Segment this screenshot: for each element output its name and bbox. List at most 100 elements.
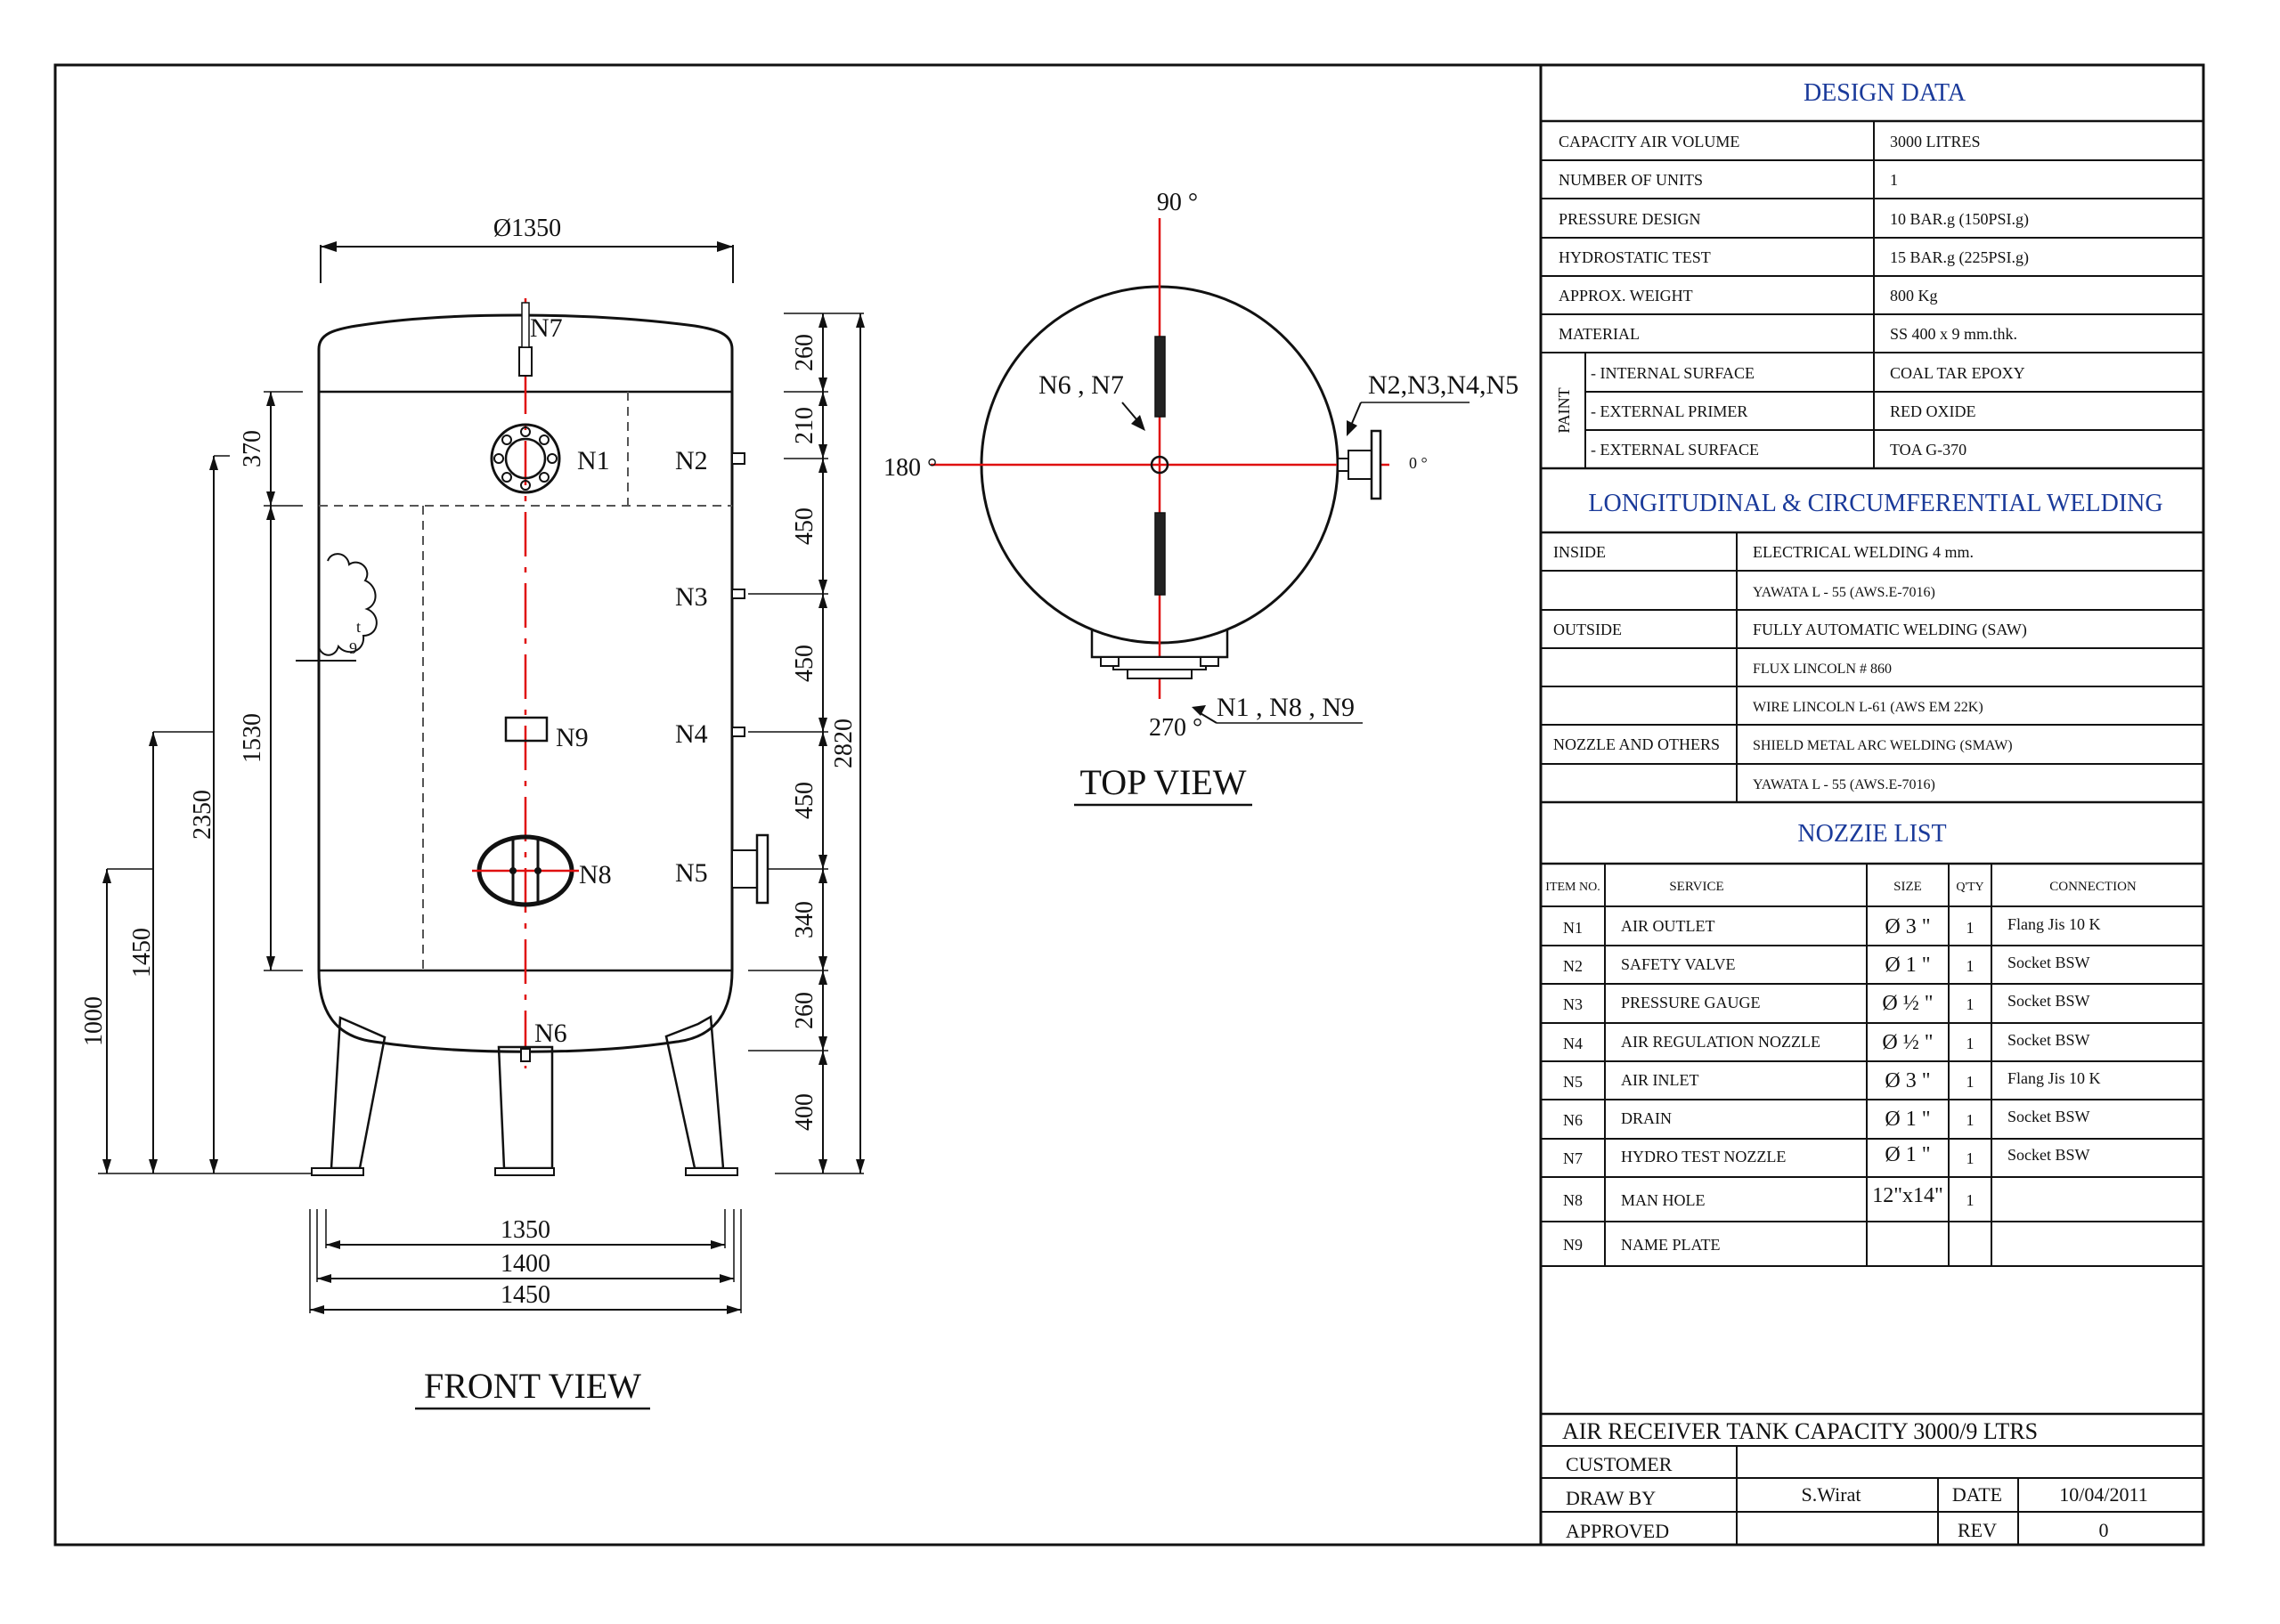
welding-table: LONGITUDINAL & CIRCUMFERENTIAL WELDING I… bbox=[1541, 490, 2203, 804]
nz-row-6-item: N7 bbox=[1563, 1149, 1583, 1167]
dim-right-0: 260 bbox=[791, 334, 818, 371]
nz-header-qty: Q'TY bbox=[1956, 881, 1983, 894]
rev-value: 0 bbox=[2099, 1519, 2109, 1541]
weld-row-2-value: FULLY AUTOMATIC WELDING (SAW) bbox=[1753, 621, 2027, 639]
top-view-title: TOP VIEW bbox=[1079, 762, 1246, 802]
draw-by-label: DRAW BY bbox=[1566, 1487, 1656, 1509]
nz-row-1-conn: Socket BSW bbox=[2007, 954, 2090, 971]
dd-row-1-label: NUMBER OF UNITS bbox=[1559, 171, 1703, 189]
drawing-title: AIR RECEIVER TANK CAPACITY 3000/9 LTRS bbox=[1562, 1418, 2038, 1444]
dd-row-5-value: SS 400 x 9 mm.thk. bbox=[1890, 325, 2017, 343]
nz-row-4-size: Ø 3 " bbox=[1885, 1069, 1930, 1092]
nozzle-n2-label: N2 bbox=[675, 446, 708, 475]
paint-row-0-label: - INTERNAL SURFACE bbox=[1591, 364, 1755, 382]
nz-row-5-qty: 1 bbox=[1966, 1111, 1975, 1129]
customer-label: CUSTOMER bbox=[1566, 1453, 1673, 1475]
nz-row-4-qty: 1 bbox=[1966, 1073, 1975, 1091]
nz-row-5-size: Ø 1 " bbox=[1885, 1108, 1930, 1131]
nz-row-5-item: N6 bbox=[1563, 1111, 1583, 1129]
dd-row-5-label: MATERIAL bbox=[1559, 325, 1640, 343]
nz-row-3-item: N4 bbox=[1563, 1035, 1583, 1052]
dim-bottom-1350: 1350 bbox=[501, 1216, 550, 1244]
angle-270-label: 270 ° bbox=[1149, 714, 1202, 742]
nz-row-2-service: PRESSURE GAUGE bbox=[1621, 994, 1761, 1011]
nz-row-2-qty: 1 bbox=[1966, 995, 1975, 1013]
date-label: DATE bbox=[1952, 1483, 2002, 1506]
paint-row-2-label: - EXTERNAL SURFACE bbox=[1591, 441, 1759, 459]
dim-right-2: 450 bbox=[791, 508, 818, 545]
angle-0-label: 0 ° bbox=[1409, 454, 1428, 472]
weld-row-0-value: ELECTRICAL WELDING 4 mm. bbox=[1753, 543, 1974, 561]
nozzle-n6-label: N6 bbox=[534, 1019, 567, 1048]
nz-row-7-item: N8 bbox=[1563, 1191, 1583, 1209]
dd-row-4-label: APPROX. WEIGHT bbox=[1559, 287, 1693, 304]
nozzle-n3-label: N3 bbox=[675, 582, 708, 612]
svg-text:9: 9 bbox=[349, 639, 357, 657]
nz-row-0-item: N1 bbox=[1563, 919, 1583, 937]
nz-row-1-item: N2 bbox=[1563, 957, 1583, 975]
label-n2-n5: N2,N3,N4,N5 bbox=[1368, 370, 1519, 400]
dd-row-4-value: 800 Kg bbox=[1890, 287, 1938, 304]
paint-label: PAINT bbox=[1555, 387, 1573, 433]
nz-header-service: SERVICE bbox=[1669, 880, 1723, 894]
angle-90-label: 90 ° bbox=[1157, 189, 1198, 216]
nz-row-8-item: N9 bbox=[1563, 1236, 1583, 1254]
nz-row-6-qty: 1 bbox=[1966, 1149, 1975, 1167]
label-n6-n7: N6 , N7 bbox=[1038, 370, 1124, 400]
date-value: 10/04/2011 bbox=[2059, 1483, 2147, 1506]
nz-row-7-qty: 1 bbox=[1966, 1191, 1975, 1209]
nz-row-4-item: N5 bbox=[1563, 1073, 1583, 1091]
weld-row-4-value: WIRE LINCOLN L-61 (AWS EM 22K) bbox=[1753, 700, 1983, 715]
nz-row-0-conn: Flang Jis 10 K bbox=[2007, 915, 2101, 933]
dim-right-7: 400 bbox=[791, 1093, 818, 1131]
nz-row-6-size: Ø 1 " bbox=[1885, 1143, 1930, 1166]
dd-row-2-value: 10 BAR.g (150PSI.g) bbox=[1890, 210, 2029, 229]
nz-row-5-service: DRAIN bbox=[1621, 1109, 1672, 1127]
dim-overall-height: 2820 bbox=[830, 719, 858, 768]
top-view: 90 ° 180 ° 0 ° 270 ° N6 , N7 N2,N3,N4,N5… bbox=[884, 189, 1519, 807]
nz-row-0-size: Ø 3 " bbox=[1885, 915, 1930, 938]
paint-row-1-value: RED OXIDE bbox=[1890, 402, 1976, 420]
weld-row-0-label: INSIDE bbox=[1553, 543, 1606, 561]
paint-row-2-value: TOA G-370 bbox=[1890, 441, 1966, 459]
dd-row-0-value: 3000 LITRES bbox=[1890, 133, 1981, 150]
nozzle-n7-label: N7 bbox=[530, 313, 563, 343]
weld-row-3-value: FLUX LINCOLN # 860 bbox=[1753, 662, 1892, 677]
weld-row-5-label: NOZZLE AND OTHERS bbox=[1553, 735, 1720, 753]
nz-row-0-qty: 1 bbox=[1966, 919, 1975, 937]
vessel-shell bbox=[317, 313, 734, 1053]
paint-row-0-value: COAL TAR EPOXY bbox=[1890, 364, 2025, 382]
welding-title: LONGITUDINAL & CIRCUMFERENTIAL WELDING bbox=[1588, 490, 2162, 517]
weld-row-2-label: OUTSIDE bbox=[1553, 621, 1622, 638]
nz-row-3-conn: Socket BSW bbox=[2007, 1031, 2090, 1049]
design-data-table: DESIGN DATA CAPACITY AIR VOLUME 3000 LIT… bbox=[1541, 79, 2203, 470]
dd-row-3-label: HYDROSTATIC TEST bbox=[1559, 248, 1711, 266]
front-view-title: FRONT VIEW bbox=[424, 1366, 641, 1406]
dim-right-6: 260 bbox=[791, 992, 818, 1029]
nz-row-5-conn: Socket BSW bbox=[2007, 1108, 2090, 1125]
dim-right-3: 450 bbox=[791, 645, 818, 682]
dim-right-5: 340 bbox=[791, 901, 818, 938]
nz-row-3-qty: 1 bbox=[1966, 1035, 1975, 1052]
nz-row-2-conn: Socket BSW bbox=[2007, 992, 2090, 1010]
nz-header-connection: CONNECTION bbox=[2049, 880, 2137, 894]
svg-text:t: t bbox=[356, 618, 361, 636]
nozzle-n4-label: N4 bbox=[675, 719, 708, 749]
nozzle-n9-label: N9 bbox=[556, 723, 589, 752]
weld-row-5-value: SHIELD METAL ARC WELDING (SMAW) bbox=[1753, 738, 2013, 753]
label-n1-n8-n9: N1 , N8 , N9 bbox=[1217, 693, 1355, 722]
nz-row-1-qty: 1 bbox=[1966, 957, 1975, 975]
draw-by-value: S.Wirat bbox=[1802, 1483, 1861, 1506]
dim-right-1: 210 bbox=[791, 407, 818, 444]
dd-row-2-label: PRESSURE DESIGN bbox=[1559, 210, 1701, 228]
dim-left-2350: 2350 bbox=[189, 790, 216, 840]
dim-bottom-1450: 1450 bbox=[501, 1281, 550, 1309]
dim-left-1000: 1000 bbox=[80, 996, 108, 1046]
weld-row-6-value: YAWATA L - 55 (AWS.E-7016) bbox=[1753, 777, 1935, 792]
drawing-border bbox=[53, 63, 2205, 1547]
nz-header-item: ITEM NO. bbox=[1545, 881, 1600, 894]
nz-row-4-service: AIR INLET bbox=[1621, 1071, 1698, 1089]
nz-row-3-size: Ø ½ " bbox=[1882, 1031, 1933, 1054]
nz-row-1-service: SAFETY VALVE bbox=[1621, 955, 1736, 973]
dim-left-1450: 1450 bbox=[128, 928, 156, 978]
